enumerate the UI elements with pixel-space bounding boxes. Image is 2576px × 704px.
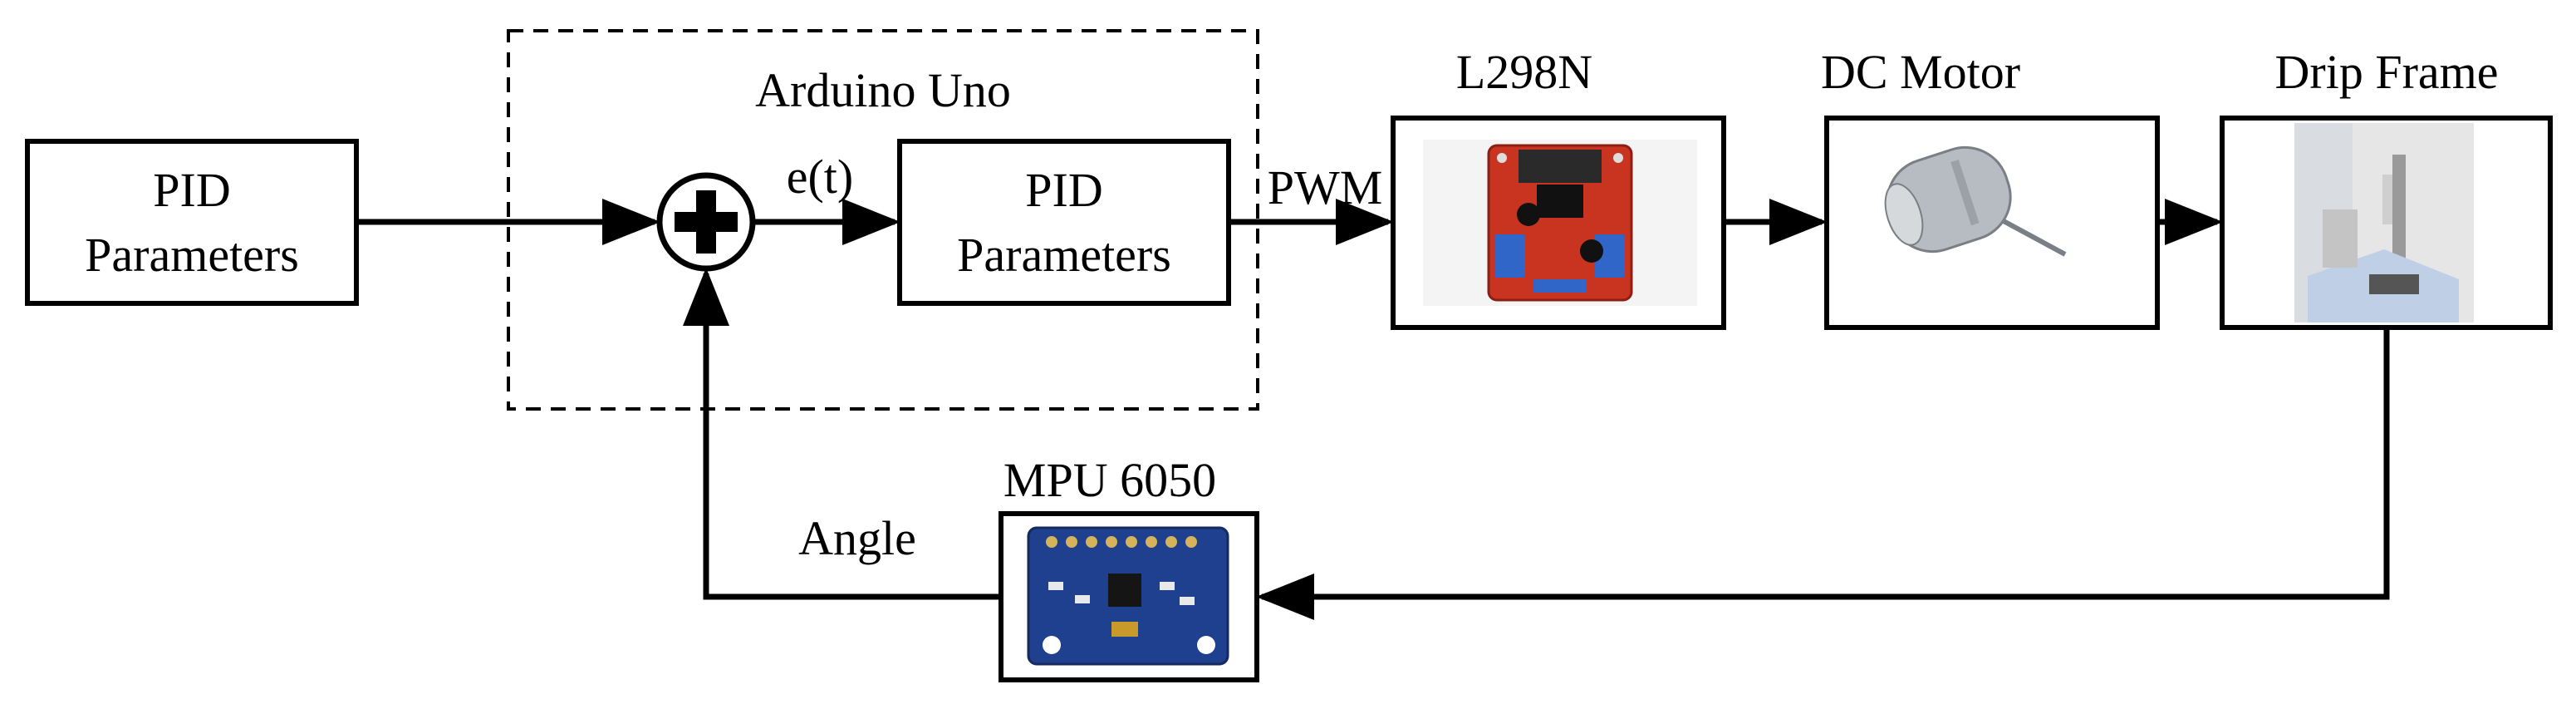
error-signal-label: e(t) bbox=[787, 150, 854, 204]
l298n-label: L298N bbox=[1456, 45, 1592, 99]
plus-icon-vertical bbox=[696, 190, 716, 254]
mpu-6050-board-image bbox=[1027, 526, 1229, 666]
controller-pid-parameters-block: PID Parameters bbox=[897, 139, 1231, 306]
l298n-driver-block: L298N bbox=[1391, 45, 1726, 330]
arduino-uno-group: Arduino Uno bbox=[507, 29, 1259, 411]
controller-block-label-line1: PID bbox=[1025, 163, 1102, 217]
dc-motor-block: DC Motor bbox=[1821, 45, 2160, 330]
angle-signal-label: Angle bbox=[798, 511, 916, 565]
arrow-frame-to-sensor bbox=[1256, 330, 2390, 620]
mpu-6050-sensor-block: MPU 6050 bbox=[999, 453, 1259, 682]
mpu-6050-label: MPU 6050 bbox=[1003, 453, 1216, 507]
pwm-signal-label: PWM bbox=[1268, 160, 1383, 214]
input-pid-parameters-block: PID Parameters bbox=[25, 139, 359, 306]
arduino-uno-label: Arduino Uno bbox=[755, 63, 1011, 117]
input-block-label-line2: Parameters bbox=[85, 228, 299, 282]
drip-frame-image bbox=[2294, 123, 2474, 322]
input-block-label-line1: PID bbox=[153, 163, 230, 217]
dc-motor-image bbox=[1884, 145, 2067, 257]
dc-motor-label: DC Motor bbox=[1821, 45, 2020, 99]
summing-junction bbox=[656, 172, 756, 272]
l298n-board-image bbox=[1423, 140, 1697, 306]
controller-block-label-line2: Parameters bbox=[957, 228, 1171, 282]
drip-frame-label: Drip Frame bbox=[2275, 45, 2499, 99]
signal-lines bbox=[359, 199, 2390, 620]
arrow-sensor-to-junction bbox=[683, 268, 999, 600]
drip-frame-block: Drip Frame bbox=[2220, 45, 2553, 330]
